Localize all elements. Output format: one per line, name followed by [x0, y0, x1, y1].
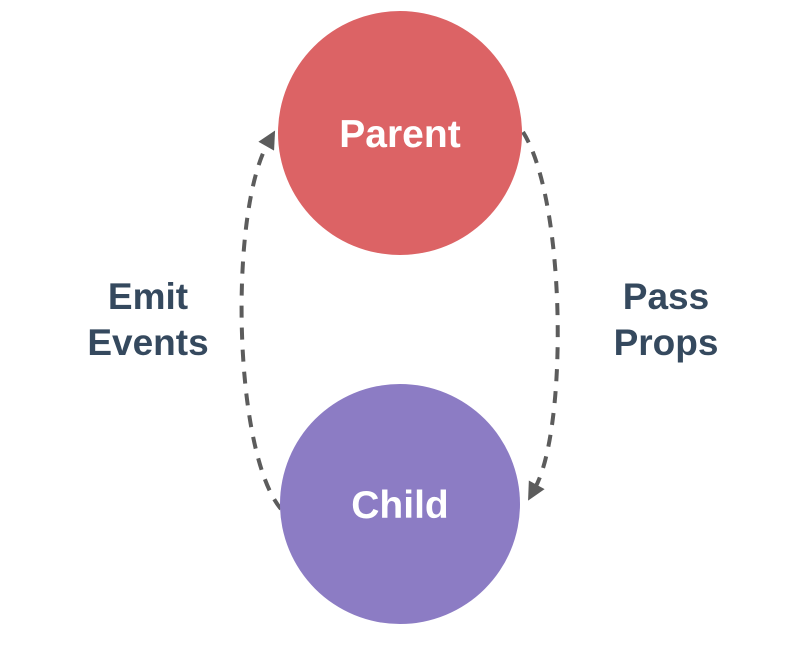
- emit-events-label-line1: Emit: [108, 276, 188, 317]
- pass-props-label: Pass Props: [614, 276, 719, 363]
- pass-props-label-line1: Pass: [623, 276, 709, 317]
- emit-events-label-line2: Events: [87, 322, 208, 363]
- emit-events-arrow: [239, 130, 283, 511]
- parent-node-label: Parent: [339, 113, 460, 156]
- child-circle: [280, 384, 520, 624]
- pass-props-label-line2: Props: [614, 322, 719, 363]
- child-node-label: Child: [351, 484, 448, 527]
- child-node: Child: [280, 384, 520, 624]
- parent-node: Parent: [278, 11, 522, 255]
- emit-events-label: Emit Events: [87, 276, 208, 363]
- parent-circle: [278, 11, 522, 255]
- pass-props-arrow: [521, 130, 560, 501]
